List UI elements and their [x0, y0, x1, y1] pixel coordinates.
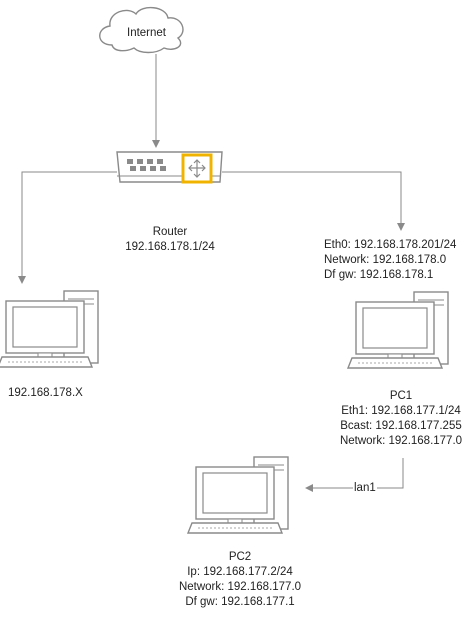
pc1-info: PC1 Eth1: 192.168.177.1/24 Bcast: 192.16… — [328, 389, 474, 449]
internet-cloud-icon — [99, 7, 184, 54]
pc1-network: Network: 192.168.177.0 — [339, 435, 463, 447]
pc1-eth0-info: Eth0: 192.168.178.201/24 Network: 192.16… — [324, 238, 456, 283]
pc1-name: PC1 — [389, 390, 413, 402]
pc2-icon — [187, 456, 289, 534]
eth0-ip: Eth0: 192.168.178.201/24 — [324, 239, 457, 251]
pc1-icon — [347, 291, 449, 369]
eth0-gateway: Df gw: 192.168.178.1 — [324, 269, 434, 281]
eth0-network: Network: 192.168.178.0 — [324, 254, 447, 266]
pc2-ip: Ip: 192.168.177.2/24 — [187, 566, 293, 578]
pc2-gateway: Df gw: 192.168.177.1 — [185, 596, 295, 608]
left-pc-ip: 192.168.178.X — [8, 387, 83, 399]
left-pc-icon — [0, 290, 99, 368]
router-to-left-pc-link — [18, 171, 117, 284]
pc2-name: PC2 — [228, 551, 252, 563]
lan1-link — [305, 458, 404, 492]
internet-label: Internet — [127, 27, 166, 39]
router-ip: 192.168.178.1/24 — [125, 241, 215, 253]
router-to-pc1-link — [222, 171, 405, 231]
router-name: Router — [152, 226, 188, 238]
router-label: Router 192.168.178.1/24 — [100, 225, 240, 255]
pc2-info: PC2 Ip: 192.168.177.2/24 Network: 192.16… — [164, 550, 316, 610]
pc1-broadcast: Bcast: 192.168.177.255 — [340, 420, 462, 432]
router-icon — [116, 151, 223, 184]
pc1-eth1-ip: Eth1: 192.168.177.1/24 — [341, 405, 461, 417]
lan1-label: lan1 — [353, 481, 377, 496]
pc2-network: Network: 192.168.177.0 — [178, 581, 302, 593]
